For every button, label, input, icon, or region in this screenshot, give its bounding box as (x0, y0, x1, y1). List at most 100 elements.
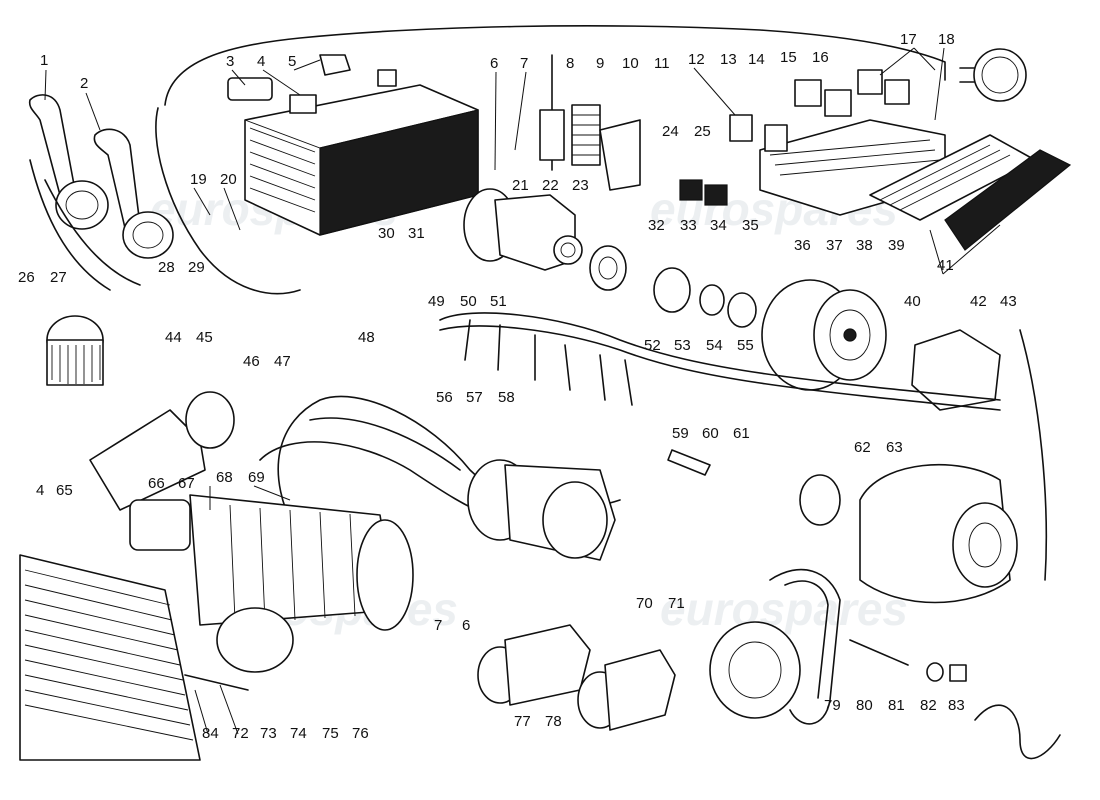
callout-23: 23 (572, 177, 589, 194)
callout-65: 65 (56, 482, 73, 499)
callout-75: 75 (322, 725, 339, 742)
callout-19: 19 (190, 171, 207, 188)
callout-43: 43 (1000, 293, 1017, 310)
callout-72: 72 (232, 725, 249, 742)
callout-51: 51 (490, 293, 507, 310)
callout-73: 73 (260, 725, 277, 742)
callout-6b: 6 (462, 617, 470, 634)
callout-84: 84 (202, 725, 219, 742)
callout-66: 66 (148, 475, 165, 492)
callout-67: 67 (178, 475, 195, 492)
callout-77: 77 (514, 713, 531, 730)
callout-12: 12 (688, 51, 705, 68)
callout-5: 5 (288, 53, 296, 70)
callout-6: 6 (490, 55, 498, 72)
callout-26: 26 (18, 269, 35, 286)
callout-8: 8 (566, 55, 574, 72)
callout-83: 83 (948, 697, 965, 714)
callout-61: 61 (733, 425, 750, 442)
callout-32: 32 (648, 217, 665, 234)
battery-cable-left (155, 107, 301, 295)
callout-7b: 7 (434, 617, 442, 634)
ignition-distributor-icon (467, 459, 616, 561)
callout-47: 47 (274, 353, 291, 370)
callout-25: 25 (694, 123, 711, 140)
gear-parts-icon (589, 245, 757, 328)
callout-59: 59 (672, 425, 689, 442)
starter-motor-icon (129, 494, 414, 673)
callout-36: 36 (794, 237, 811, 254)
callout-70: 70 (636, 595, 653, 612)
watermark-4: eurospares (660, 583, 908, 635)
callout-10: 10 (622, 55, 639, 72)
callout-15: 15 (780, 49, 797, 66)
connector-block-icon (869, 134, 1072, 251)
callout-3: 3 (226, 53, 234, 70)
callout-50: 50 (460, 293, 477, 310)
callout-39: 39 (888, 237, 905, 254)
callout-9: 9 (596, 55, 604, 72)
callout-56: 56 (436, 389, 453, 406)
callout-4: 4 (257, 53, 265, 70)
callout-48: 48 (358, 329, 375, 346)
callout-42: 42 (970, 293, 987, 310)
callout-21: 21 (512, 177, 529, 194)
callout-7: 7 (520, 55, 528, 72)
earth-strap-icon (974, 704, 1061, 760)
wiper-motor-icon (89, 391, 235, 511)
callout-79: 79 (824, 697, 841, 714)
callout-53: 53 (674, 337, 691, 354)
ignition-coils-icon (539, 54, 641, 191)
callout-82: 82 (920, 697, 937, 714)
callout-16: 16 (812, 49, 829, 66)
bolt-nuts-icon (849, 639, 967, 682)
callout-20: 20 (220, 171, 237, 188)
callout-74: 74 (290, 725, 307, 742)
battery-icon (227, 54, 479, 236)
callout-4b: 4 (36, 482, 44, 499)
callout-78: 78 (545, 713, 562, 730)
callout-54: 54 (706, 337, 723, 354)
horn-compressor-icon (46, 315, 104, 386)
callout-28: 28 (158, 259, 175, 276)
callout-38: 38 (856, 237, 873, 254)
callout-49: 49 (428, 293, 445, 310)
callout-40: 40 (904, 293, 921, 310)
callout-37: 37 (826, 237, 843, 254)
alternator-large-icon (761, 279, 887, 391)
callout-2: 2 (80, 75, 88, 92)
callout-63: 63 (886, 439, 903, 456)
callout-46: 46 (243, 353, 260, 370)
callout-69: 69 (248, 469, 265, 486)
callout-62: 62 (854, 439, 871, 456)
callout-80: 80 (856, 697, 873, 714)
harness-right-cable (1019, 329, 1048, 581)
callout-17: 17 (900, 31, 917, 48)
callout-18: 18 (938, 31, 955, 48)
callout-11: 11 (654, 55, 670, 72)
callout-29: 29 (188, 259, 205, 276)
threaded-rod-icon (184, 674, 249, 691)
gauge-icon (959, 48, 1027, 102)
callout-60: 60 (702, 425, 719, 442)
callout-labels: 1 2 3 4 5 6 7 8 9 10 11 12 13 14 15 16 1… (18, 31, 1017, 742)
callout-31: 31 (408, 225, 425, 242)
callout-27: 27 (50, 269, 67, 286)
callout-14: 14 (748, 51, 765, 68)
main-harness-cable (164, 25, 946, 106)
callout-76: 76 (352, 725, 369, 742)
callout-81: 81 (888, 697, 905, 714)
fuel-pumps-icon (477, 624, 676, 731)
callout-45: 45 (196, 329, 213, 346)
distributor-flange-icon (463, 188, 583, 271)
callout-22: 22 (542, 177, 559, 194)
callout-71: 71 (668, 595, 685, 612)
callout-1: 1 (40, 52, 48, 69)
alternator-icon (799, 463, 1018, 604)
horns-icon (28, 94, 174, 291)
callout-30: 30 (378, 225, 395, 242)
drive-belt-icon (709, 568, 841, 725)
spark-plug-icon (667, 449, 711, 476)
